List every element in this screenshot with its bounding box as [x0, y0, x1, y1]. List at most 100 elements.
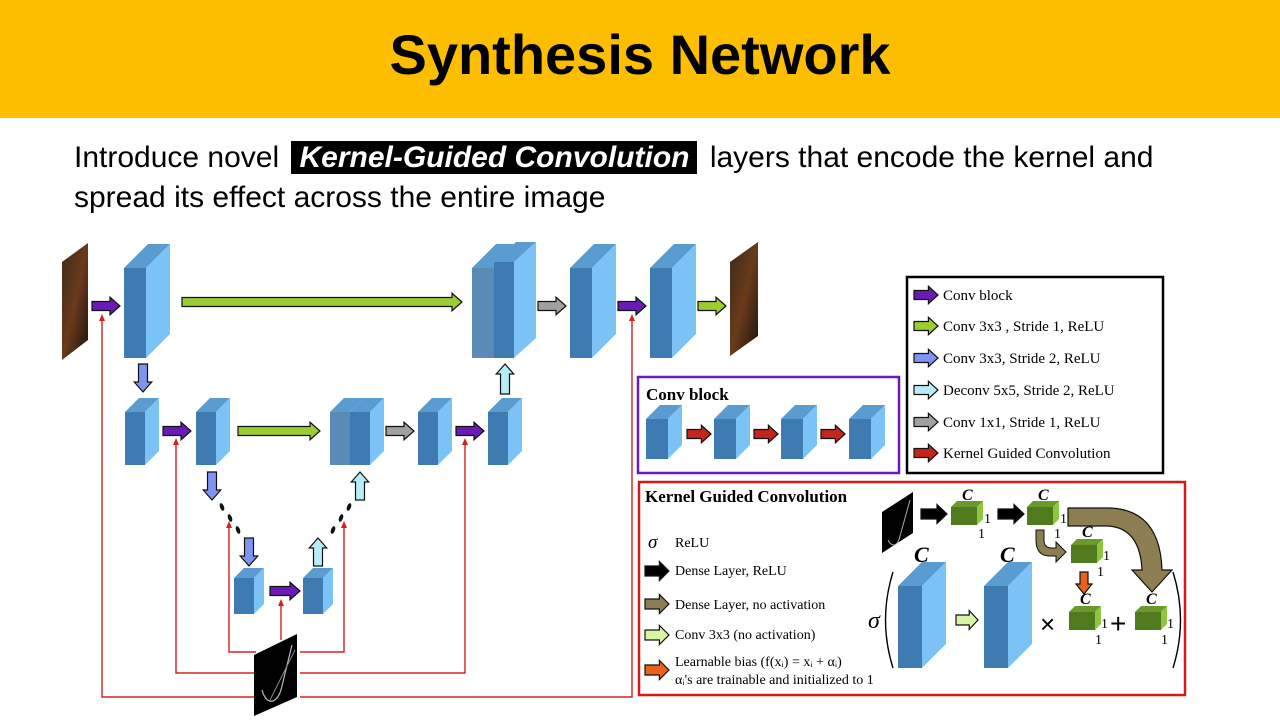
legend-box — [905, 275, 1165, 475]
channel-label: C — [1000, 542, 1015, 567]
purple-arrow-icon — [913, 284, 939, 306]
plus-symbol: + — [1110, 608, 1126, 639]
arrows — [91, 291, 846, 602]
kgc-arrow-2 — [753, 423, 779, 445]
kgc-kernel-image — [882, 492, 913, 553]
black-arrow-icon — [644, 560, 670, 582]
kernel-line-inner — [228, 525, 256, 653]
encoder-level1 — [124, 244, 170, 358]
conv-block-arrow-level2-dec — [455, 420, 485, 442]
kernel-line-mid-right — [300, 442, 466, 674]
conv-block-title: Conv block — [646, 385, 729, 404]
left-paren — [884, 571, 894, 669]
decoder-level2-c — [488, 398, 522, 465]
skip-conv3x3-arrow-level1 — [181, 291, 463, 313]
conv-block-cube-1 — [714, 405, 750, 459]
title-banner — [0, 0, 1280, 118]
decoder-level1-concat-b — [494, 242, 536, 358]
dense-relu-arrow-2 — [997, 503, 1025, 525]
kgc-legend-bias: Learnable bias (f(xᵢ) = xᵢ + αᵢ) — [675, 655, 842, 670]
times-symbol: × — [1040, 609, 1055, 639]
encoder-level2-a — [125, 398, 159, 465]
conv-block-panel — [636, 375, 901, 475]
kgc-legend-bias-2: αᵢ's are trainable and initialized to 1 — [675, 673, 874, 688]
decoder-level2-b — [418, 398, 452, 465]
conv-block-arrow-bottleneck — [269, 580, 301, 602]
dim-label: 1 — [1101, 617, 1108, 632]
conv-block-arrow-level1-dec — [617, 295, 647, 317]
conv-block-arrow — [91, 295, 121, 317]
channel-label: C — [962, 487, 973, 504]
legend-label-conv1x1: Conv 1x1, Stride 1, ReLU — [943, 415, 1101, 431]
dim-label: 1 — [1167, 617, 1174, 632]
kgc-vector-1 — [951, 501, 983, 525]
dense-noact-small-arrow — [1035, 529, 1067, 564]
dim-label: 1 — [1060, 512, 1067, 527]
slide-title: Synthesis Network — [389, 23, 891, 86]
kgc-panel — [637, 480, 1187, 697]
conv-block-cube-3 — [849, 405, 885, 459]
channel-label: C — [1080, 591, 1091, 608]
upsample-arrow-1 — [494, 363, 516, 395]
decoder-level1-b — [570, 244, 616, 358]
channel-label: C — [1082, 524, 1093, 541]
conv-block-cube-2 — [781, 405, 817, 459]
kernel-line-outer-right — [300, 318, 633, 698]
kgc-arrow-1 — [686, 423, 712, 445]
conv3x3-noact-arrow — [955, 608, 979, 632]
decoder-level2-concat-b — [350, 398, 384, 465]
gray-arrow-icon — [913, 411, 939, 433]
red-arrow-icon — [913, 442, 939, 464]
encoder-level2-b — [196, 398, 230, 465]
dim-label: 1 — [1161, 633, 1168, 648]
legend-label-conv3x3-s1: Conv 3x3 , Stride 1, ReLU — [943, 319, 1104, 335]
downsample-arrow-1 — [132, 363, 154, 393]
output-image — [730, 242, 758, 356]
orange-arrow-icon — [644, 659, 670, 681]
kernel-image — [254, 634, 297, 716]
bottleneck-b — [303, 568, 333, 614]
channel-label: C — [914, 542, 929, 567]
dim-label: 1 — [1097, 565, 1104, 580]
legend-labels: Conv block Conv 3x3 , Stride 1, ReLU Con… — [943, 288, 1115, 462]
kgc-vector-3 — [1071, 539, 1103, 563]
dense-noact-curved-arrow — [1067, 507, 1174, 593]
legend-label-conv3x3-s2: Conv 3x3, Stride 2, ReLU — [943, 351, 1101, 367]
conv3x3-out-arrow — [697, 295, 727, 317]
legend-label-deconv: Deconv 5x5, Stride 2, ReLU — [943, 383, 1115, 399]
dim-label: 1 — [1103, 549, 1110, 564]
dense-relu-arrow-1 — [920, 503, 948, 525]
kgc-legend-dense-relu: Dense Layer, ReLU — [675, 564, 787, 579]
kgc-legend-relu: ReLU — [675, 536, 709, 551]
right-paren — [1172, 571, 1182, 669]
subtitle-highlight: Kernel-Guided Convolution — [291, 141, 698, 174]
legend-label-kgc: Kernel Guided Convolution — [943, 446, 1111, 462]
legend-arrows — [913, 284, 939, 464]
kgc-feature-map-in — [898, 562, 946, 668]
kgc-vector-2 — [1027, 501, 1059, 525]
kernel-line-inner-right — [300, 525, 345, 653]
dim-label: 1 — [978, 527, 985, 542]
bottleneck-a — [234, 568, 264, 614]
slide-subtitle: Introduce novel Kernel-Guided Convolutio… — [74, 138, 1224, 218]
upsample-arrow-3 — [307, 537, 329, 567]
kgc-feature-map-out — [984, 562, 1032, 668]
kgc-legend-dense-noact: Dense Layer, no activation — [675, 598, 825, 613]
kgc-arrow-3 — [820, 423, 846, 445]
kgc-vector-4 — [1069, 606, 1101, 630]
decoder-level1-c — [650, 244, 696, 358]
conv1x1-arrow-level2 — [385, 420, 415, 442]
kgc-sigma-symbol: σ — [648, 532, 658, 553]
kgc-legend: σ ReLU Dense Layer, ReLU Dense Layer, no… — [648, 532, 874, 688]
conv1x1-arrow-level1 — [537, 295, 567, 317]
olive-arrow-icon — [644, 593, 670, 615]
skip-conv3x3-arrow-level2 — [237, 420, 321, 442]
kernel-line-outer — [101, 318, 256, 698]
dim-label: 1 — [1054, 527, 1061, 542]
subtitle-text-after: layers that encode the kernel and spread… — [74, 141, 1154, 214]
subtitle-text-before: Introduce novel — [74, 141, 288, 174]
lightblue-arrow-icon — [913, 379, 939, 401]
kernel-line-arrowheads — [99, 314, 635, 606]
dim-label: 1 — [1095, 633, 1102, 648]
